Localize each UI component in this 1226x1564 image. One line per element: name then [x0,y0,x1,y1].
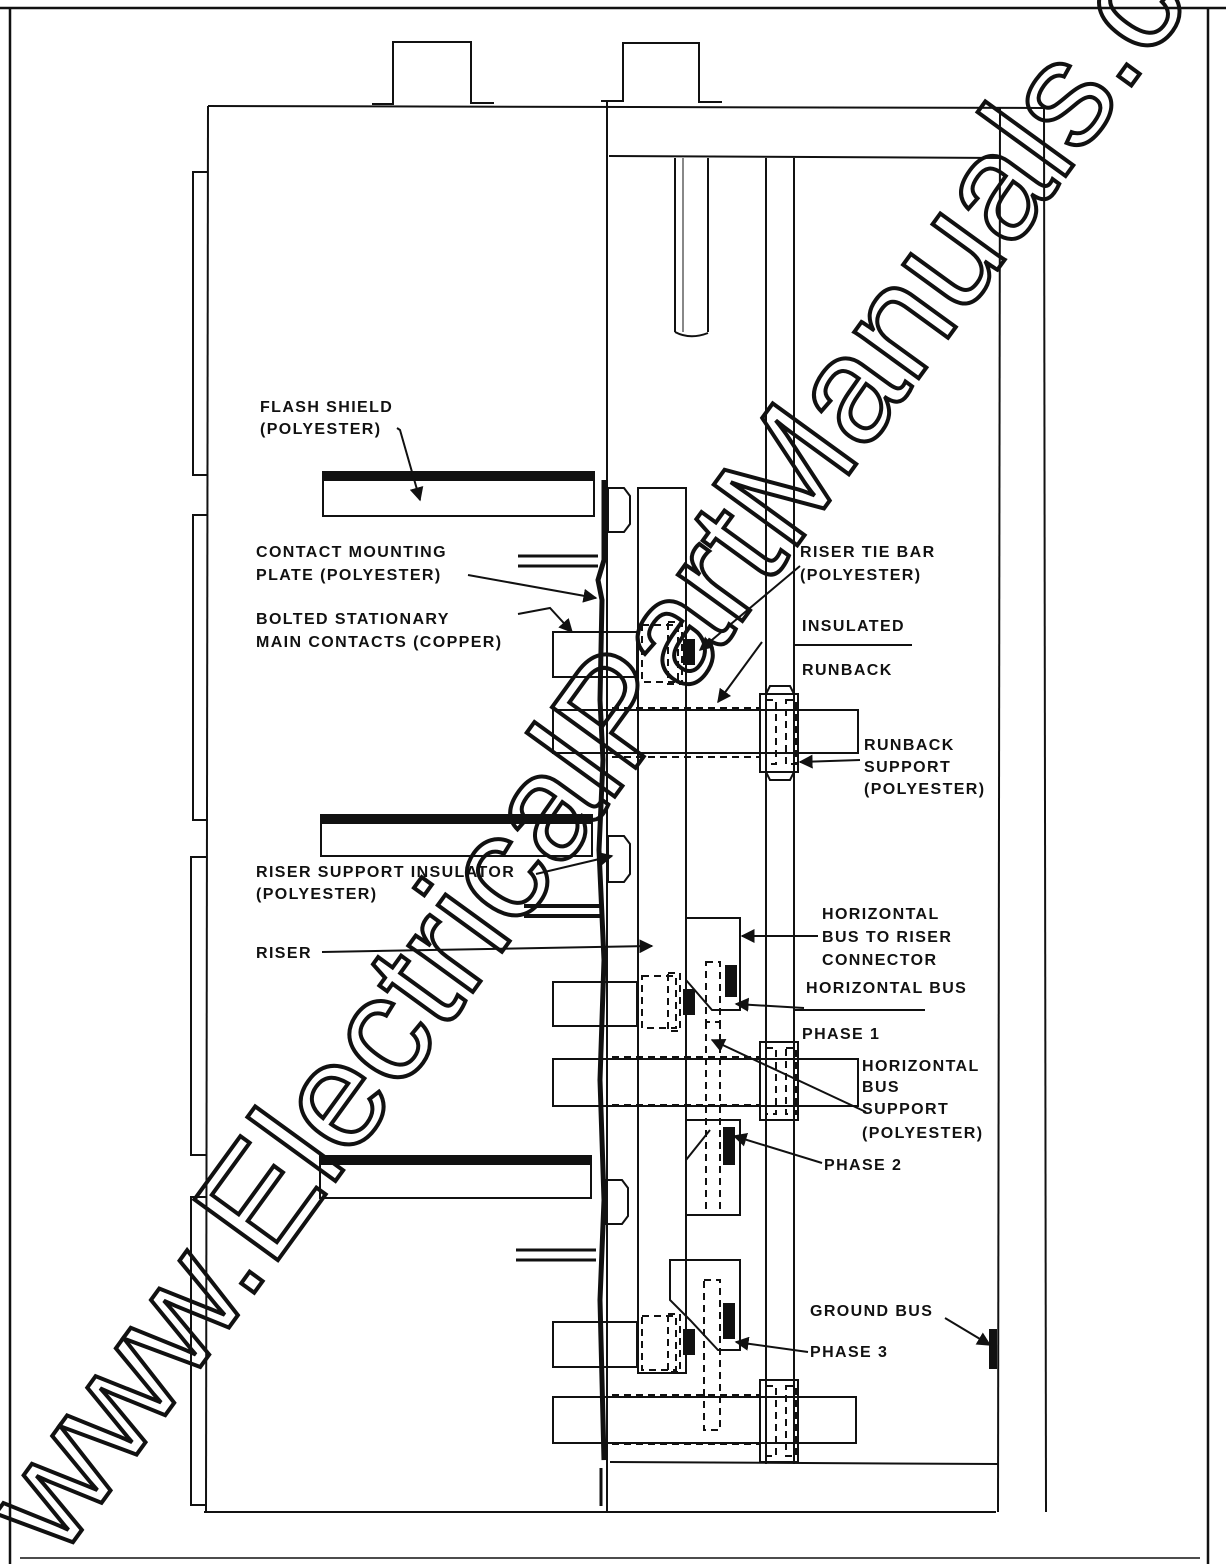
label-contact-plate-2: PLATE (POLYESTER) [256,567,442,584]
page-frame [0,6,1226,1564]
enclosure [190,41,1047,1513]
label-horizontal-bus: HORIZONTAL BUS [806,980,967,997]
label-runback-support-3: (POLYESTER) [864,781,986,798]
label-phase3: PHASE 3 [810,1344,888,1361]
label-riser-support-1: RISER SUPPORT INSULATOR [256,864,515,881]
label-hbus-connector-3: CONNECTOR [822,952,937,969]
label-contact-plate-1: CONTACT MOUNTING [256,544,447,561]
label-hbus-connector-2: BUS TO RISER [822,929,952,946]
label-bolted-contacts-2: MAIN CONTACTS (COPPER) [256,634,503,651]
label-flash-shield-2: (POLYESTER) [260,421,382,438]
label-hbus-support-1: HORIZONTAL [862,1058,980,1075]
label-riser-support-2: (POLYESTER) [256,886,378,903]
riser-bar [637,487,687,1374]
label-insulated: INSULATED [802,618,905,635]
label-hbus-support-3: SUPPORT [862,1101,949,1118]
label-hbus-connector-1: HORIZONTAL [822,906,940,923]
label-phase2: PHASE 2 [824,1157,902,1174]
leader-lines [321,427,992,1353]
runback-supports [759,685,799,1463]
label-ground-bus: GROUND BUS [810,1303,933,1320]
riser-support-insulators [605,487,631,1225]
label-bolted-contacts-1: BOLTED STATIONARY [256,611,450,628]
label-riser: RISER [256,945,312,962]
label-riser-tie-bar-1: RISER TIE BAR [800,544,936,561]
label-riser-tie-bar-2: (POLYESTER) [800,567,922,584]
labels: FLASH SHIELD (POLYESTER) CONTACT MOUNTIN… [256,399,986,1361]
label-phase1: PHASE 1 [802,1026,880,1043]
label-runback-support-1: RUNBACK [864,737,955,754]
flash-shields [319,471,595,1199]
label-hbus-support-4: (POLYESTER) [862,1125,984,1142]
label-runback-support-2: SUPPORT [864,759,951,776]
label-runback: RUNBACK [802,662,893,679]
horizontal-bus-connectors [669,639,997,1369]
contact-mounting-plate [516,480,607,1506]
hidden-lines [612,621,797,1457]
label-hbus-support-2: BUS [862,1079,900,1096]
label-flash-shield-1: FLASH SHIELD [260,399,393,416]
